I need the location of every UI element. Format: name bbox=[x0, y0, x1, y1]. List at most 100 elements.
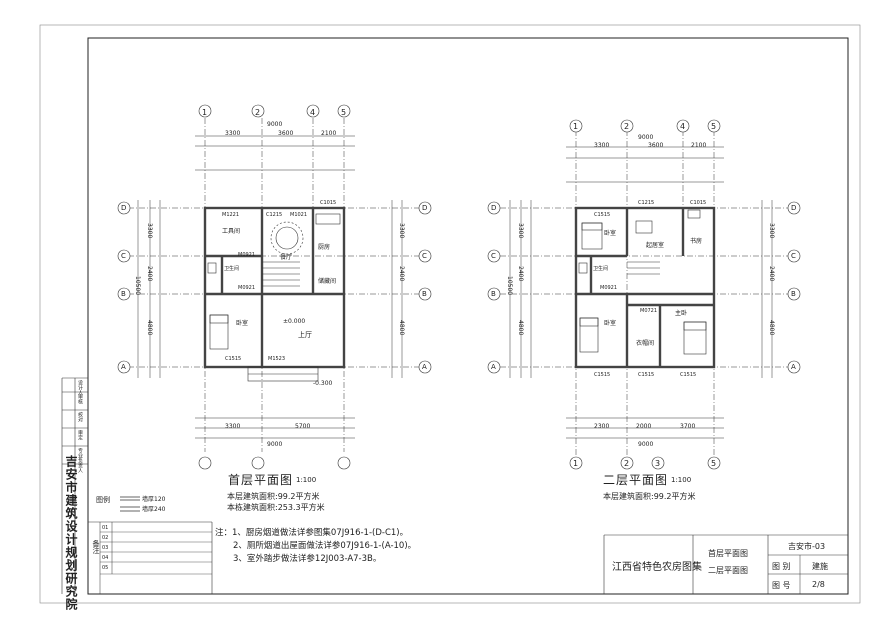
institute-name: 吉安市建筑设计规划研究院 bbox=[64, 455, 78, 611]
plan1-label-m1221: M1221 bbox=[222, 212, 240, 218]
tb-city-code: 吉安市-03 bbox=[788, 542, 826, 551]
plan1-axis-right-B: B bbox=[422, 290, 427, 298]
plan1-dim-top-1: 3300 bbox=[225, 130, 241, 137]
plan1-scale: 1:100 bbox=[296, 476, 317, 484]
plan1-label-m0921b: M0921 bbox=[238, 285, 256, 291]
plan2-label-c1515c: C1515 bbox=[638, 372, 655, 378]
plan1-room-dining: 餐厅 bbox=[280, 254, 293, 261]
plan1-room-kitchen: 厨房 bbox=[318, 244, 331, 251]
plan1-overall-bottom: 9000 bbox=[267, 441, 283, 448]
note-line-3: 3、室外踏步做法详参12J003-A7-3B。 bbox=[233, 554, 382, 564]
plan1-room-bath: 卫生间 bbox=[224, 266, 240, 272]
plan2-dim-left-3: 3300 bbox=[517, 223, 524, 239]
plan1-axis-top-5: 5 bbox=[341, 108, 347, 117]
plan2-axis-left-C: C bbox=[491, 252, 496, 260]
plan2-label-c1015: C1015 bbox=[690, 200, 707, 206]
plan1-dim-top-3: 2100 bbox=[321, 130, 337, 137]
plan1-label-m0921a: M0921 bbox=[238, 252, 256, 258]
legend-item-240: 墙厚240 bbox=[142, 506, 166, 513]
plan2-room-living: 起居室 bbox=[646, 242, 665, 249]
plan1-dim-left-2: 2400 bbox=[146, 266, 153, 282]
tb-left-label-1: 审核 bbox=[77, 394, 83, 404]
plan1-label-c1215: C1215 bbox=[266, 212, 283, 218]
plan2-label-c1515b: C1515 bbox=[594, 372, 611, 378]
plan2-label-m0921: M0921 bbox=[600, 285, 618, 291]
plan2-axis-right-B: B bbox=[791, 290, 796, 298]
plan1-dim-right-1: 4800 bbox=[398, 320, 405, 336]
plan1-room-tool: 工具间 bbox=[222, 228, 241, 235]
legend-label: 图例 bbox=[96, 496, 110, 504]
remark-row-05: 05 bbox=[102, 565, 109, 571]
plan1-dim-right-2: 2400 bbox=[398, 266, 405, 282]
plan2-dim-bottom-3: 3700 bbox=[680, 423, 696, 430]
tb-row2-label: 图 别 bbox=[772, 562, 791, 571]
plan1-room-hall: 上厅 bbox=[298, 331, 312, 339]
plan1-room-bedroom: 卧室 bbox=[236, 320, 249, 327]
plan1-axis-left-A: A bbox=[121, 363, 126, 371]
plan2-dim-right-1: 4800 bbox=[768, 320, 775, 336]
plan2-dim-left-total: 10500 bbox=[506, 276, 513, 296]
plan2-room-closet: 衣帽间 bbox=[636, 340, 655, 347]
plan2-room-master: 主卧 bbox=[675, 310, 688, 317]
plan1-label-m1523: M1523 bbox=[268, 356, 286, 362]
notes-prefix: 注： bbox=[215, 528, 233, 538]
plan2-area-floor: 本层建筑面积:99.2平方米 bbox=[603, 492, 696, 501]
tb-drawing-name-1: 首层平面图 bbox=[708, 549, 748, 558]
plan1-axis-top-1: 1 bbox=[202, 108, 208, 117]
notes-block: 注：1、厨房烟道做法详参图集07J916-1-(D-C1)。 2、厕所烟道出屋面… bbox=[215, 527, 416, 566]
plan1-axis-top-4: 4 bbox=[310, 108, 316, 117]
plan1-axis-left-C: C bbox=[121, 252, 126, 260]
tb-row3-label: 图 号 bbox=[772, 581, 791, 590]
plan2-axis-bottom-1: 1 bbox=[573, 459, 579, 468]
plan1-room-storage: 储藏间 bbox=[318, 278, 337, 285]
tb-row2-value: 建施 bbox=[812, 562, 828, 571]
plan1-dim-left-total: 10500 bbox=[134, 276, 141, 296]
plan1-label-c1515: C1515 bbox=[225, 356, 242, 362]
plan2-axis-top-5: 5 bbox=[711, 122, 717, 131]
remark-row-02: 02 bbox=[102, 535, 109, 541]
legend-item-120: 墙厚120 bbox=[142, 496, 166, 503]
plan2-axis-right-D: D bbox=[791, 204, 797, 212]
plan1-dim-top-2: 3600 bbox=[278, 130, 294, 137]
plan2-room-bedroom2: 卧室 bbox=[604, 320, 617, 327]
plan1-label-c1015: C1015 bbox=[320, 200, 337, 206]
plan2-axis-left-A: A bbox=[491, 363, 496, 371]
plan1-level-minus: -0.300 bbox=[313, 380, 333, 387]
plan1-dim-left-3: 3300 bbox=[146, 223, 153, 239]
plan1-axis-top-2: 2 bbox=[255, 108, 261, 117]
plan2-dim-right-3: 3300 bbox=[768, 223, 775, 239]
remark-row-04: 04 bbox=[102, 555, 109, 561]
plan2-label-c1215: C1215 bbox=[638, 200, 655, 206]
plan2-overall-bottom: 9000 bbox=[638, 441, 654, 448]
plan2-axis-right-C: C bbox=[791, 252, 796, 260]
plan1-axis-right-D: D bbox=[422, 204, 428, 212]
plan2-dim-left-2: 2400 bbox=[517, 266, 524, 282]
tb-atlas-name: 江西省特色农房图集 bbox=[612, 562, 702, 573]
tb-left-label-4: 专业负责人 bbox=[77, 448, 83, 473]
plan1-overall-top: 9000 bbox=[267, 121, 283, 128]
plan1-label-m1021: M1021 bbox=[290, 212, 308, 218]
plan2-axis-bottom-2: 2 bbox=[624, 459, 630, 468]
plan1-dim-bottom-1: 3300 bbox=[225, 423, 241, 430]
plan2-label-c1515a: C1515 bbox=[594, 212, 611, 218]
plan1-axis-right-A: A bbox=[422, 363, 427, 371]
plan2-axis-bottom-5: 5 bbox=[711, 459, 717, 468]
remark-row-01: 01 bbox=[102, 525, 109, 531]
plan2-axis-top-2: 2 bbox=[624, 122, 630, 131]
plan1-area-total: 本栋建筑面积:253.3平方米 bbox=[227, 503, 325, 512]
note-line-1: 1、厨房烟道做法详参图集07J916-1-(D-C1)。 bbox=[232, 528, 409, 538]
tb-drawing-name-2: 二层平面图 bbox=[708, 566, 748, 575]
plan2-overall-top: 9000 bbox=[638, 134, 654, 141]
plan1-axis-right-C: C bbox=[422, 252, 427, 260]
plan2-label-c1515d: C1515 bbox=[680, 372, 697, 378]
plan2-label-m0721: M0721 bbox=[640, 308, 658, 314]
plan2-axis-top-4: 4 bbox=[680, 122, 686, 131]
plan2-dim-bottom-1: 2300 bbox=[594, 423, 610, 430]
plan1-dim-right-3: 3300 bbox=[398, 223, 405, 239]
plan2-axis-left-D: D bbox=[491, 204, 497, 212]
remark-label: 备注 bbox=[92, 540, 100, 554]
plan2-room-bedroom1: 卧室 bbox=[604, 230, 617, 237]
